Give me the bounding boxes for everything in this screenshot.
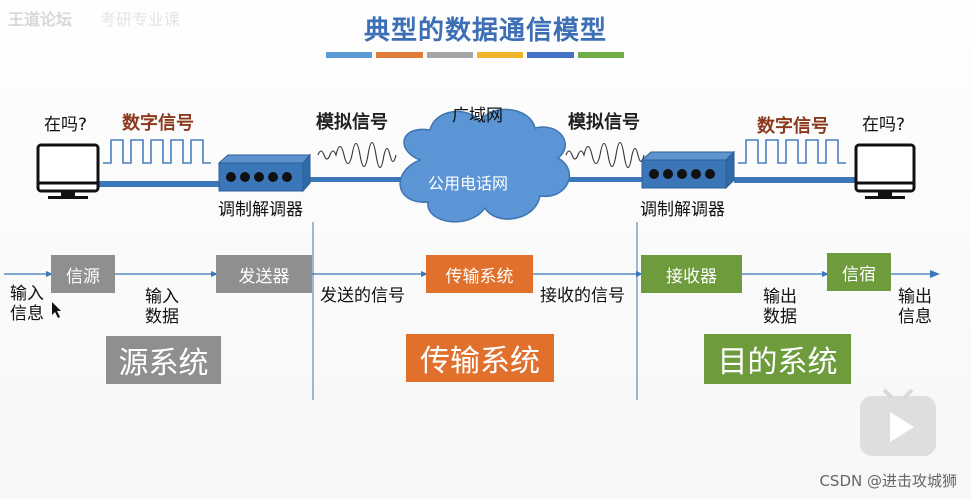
analog-signal-left: 模拟信号 [316,112,388,133]
question-right: 在吗? [862,115,906,135]
flow-arrowhead [822,271,829,277]
destination-box: 信宿 [827,253,891,291]
color-bar [476,52,524,58]
play-icon [860,388,936,456]
transmission-system-box: 传输系统 [406,334,554,382]
digital-wave-right [738,139,846,164]
cable-left-analog [305,177,401,182]
analog-wave-right [565,141,645,169]
watermark-forum: 王道论坛 [8,10,73,29]
color-bar [326,52,373,58]
flow-arrowhead [421,271,428,277]
source-box: 信源 [51,255,115,293]
watermark-faded: 考研专业课 [100,10,181,29]
receiver-box: 接收器 [641,255,742,293]
cloud-icon [399,108,570,223]
cable-left [98,181,223,187]
transmission-box: 传输系统 [426,255,533,293]
modem-label-right: 调制解调器 [640,200,725,220]
digital-signal-left: 数字信号 [122,113,194,134]
digital-wave-left [103,139,211,164]
play-button[interactable] [860,388,936,458]
cloud-label: 公用电话网 [428,174,509,193]
input-data-label: 输入 数据 [145,287,179,327]
color-bar [376,52,423,58]
monitor-icon [36,143,100,199]
wan-label: 广域网 [452,106,503,126]
analog-wave-left [317,141,397,169]
color-bar [577,52,624,58]
sent-signal-label: 发送的信号 [320,286,405,306]
analog-signal-right: 模拟信号 [568,112,640,133]
flow-arrowhead [636,271,643,277]
title-color-bars [326,52,624,58]
input-info-label: 输入 信息 [10,284,44,324]
output-info-label: 输出 信息 [898,287,932,327]
question-left: 在吗? [44,115,88,135]
color-bar [426,52,473,58]
flow-arrowhead [211,271,218,277]
source-system-box: 源系统 [106,336,221,384]
cursor-icon [52,302,61,318]
digital-signal-right: 数字信号 [757,116,829,137]
monitor-icon [854,143,916,199]
cable-right [734,177,856,183]
page-title: 典型的数据通信模型 [363,16,607,46]
modem-label-left: 调制解调器 [218,200,303,220]
modem-icon [217,153,312,193]
color-bar [527,52,574,58]
transmitter-box: 发送器 [216,255,312,293]
received-signal-label: 接收的信号 [540,286,625,306]
credit-text: CSDN @进击攻城狮 [819,472,957,490]
destination-system-box: 目的系统 [704,334,851,384]
flow-arrowhead [930,270,940,278]
modem-icon [640,150,736,190]
cable-right-analog [560,177,648,182]
flow-arrowhead [46,271,53,277]
output-data-label: 输出 数据 [763,287,797,327]
